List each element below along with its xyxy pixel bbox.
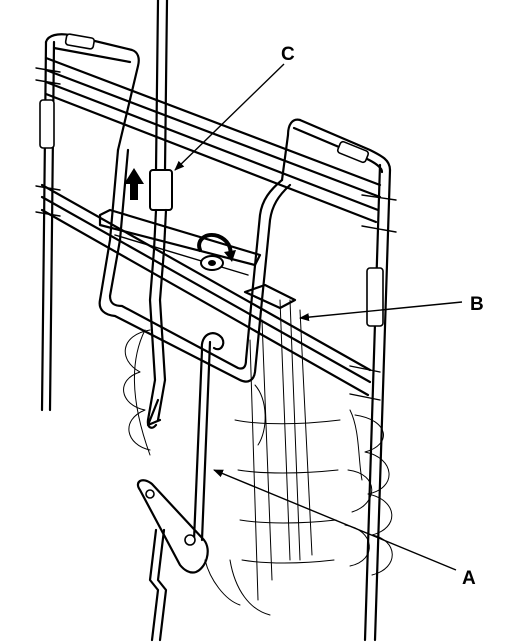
label-b: B: [470, 294, 484, 315]
inner-frame: [98, 148, 297, 383]
leader-lines: [174, 63, 463, 571]
seat-back-frame: [35, 33, 397, 642]
leader-b: [299, 301, 463, 322]
leader-a: [213, 469, 457, 571]
label-c: C: [281, 44, 295, 65]
up-arrow-icon: [124, 168, 144, 200]
label-a: A: [462, 568, 476, 589]
leader-c: [174, 63, 285, 171]
rotate-arrow-icon: [197, 233, 236, 262]
rod-c: [146, 0, 173, 429]
rod-a: [136, 332, 225, 642]
pivot-lever: [200, 255, 224, 271]
